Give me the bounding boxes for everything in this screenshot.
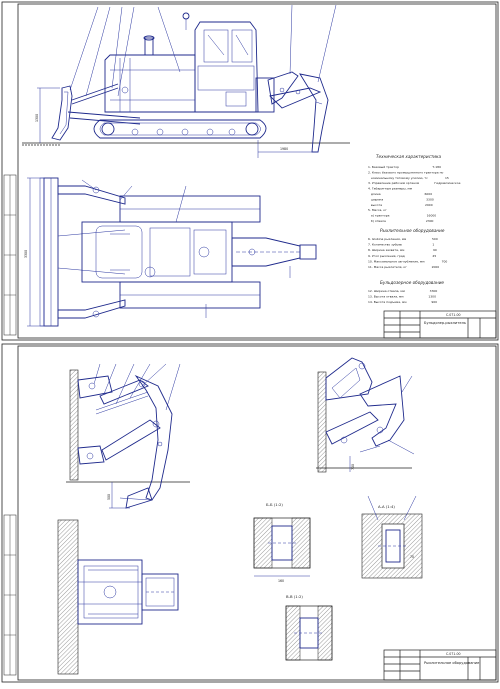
dim-blade-width: 3300: [24, 250, 28, 258]
sheet-1-border: [1, 1, 499, 341]
dim-ripper-clearance: 700: [351, 464, 355, 470]
section-vv: В-В (1:2): [285, 594, 333, 661]
sheet-2-border: [1, 343, 499, 683]
section-aa-label: А-А (1:4): [378, 504, 395, 509]
spec-line: 1. Базовый трактор Т-180: [368, 165, 441, 169]
section-vv-label: В-В (1:2): [286, 594, 303, 599]
spec-line: 10. Максимальное заглубление, мм 700: [368, 259, 447, 263]
ripper-side-view: 500: [66, 363, 190, 509]
sheet-1: 1300 1980 3300: [1, 1, 499, 341]
spec-line: 3. Управление рабочим органом Гидравличе…: [368, 181, 461, 185]
bulldozer-side-view: 1300 1980: [22, 4, 350, 158]
title-code-1: С.071-00: [446, 313, 461, 317]
spec-line: 14. Высота подъема, мм 900: [368, 300, 437, 304]
dim-section-aa: 70: [410, 555, 414, 559]
spec-line: номинальному тяговому усилию, тс 15: [368, 176, 449, 180]
spec-line: 7. Количество зубьев 1: [368, 243, 434, 247]
spec-line: 2. Класс базового промышленного трактора…: [368, 170, 444, 174]
spec-line: 13. Высота отвала, мм 1300: [368, 295, 436, 299]
dim-ripper-depth: 500: [107, 494, 111, 500]
spec-line: 9. Угол рыхления, град 45: [368, 254, 436, 258]
spec-line: 8. Ширина захвата, мм 90: [368, 248, 437, 252]
title-name-2: Рыхлительное оборудование: [424, 661, 480, 665]
title-code-2: С.071-00: [446, 652, 461, 656]
spec-line: 5. Масса, кг: [368, 208, 387, 212]
section-bb-label: Б-Б (1:2): [266, 502, 283, 507]
spec-line: 11. Масса рыхлителя, кг 2000: [368, 265, 439, 269]
spec-line: 6. Glubina рыхления, мм 500: [368, 237, 438, 241]
dim-blade-height: 1300: [35, 114, 39, 122]
sheet-2: 500 700: [1, 343, 499, 683]
spec-line: ширина 3300: [368, 197, 434, 201]
sheet-2-frame: [17, 345, 497, 681]
ripper-raised-view: 700: [316, 357, 415, 473]
spec-line: а) трактора 16000: [368, 214, 436, 218]
spec-line: 4. Габаритные размеры, мм: [368, 187, 412, 191]
section-aa: А-А (1:4) 70: [361, 495, 423, 579]
technical-specifications: Техническая характеристика 1. Базовый тр…: [368, 154, 461, 304]
dim-section-bb: 160: [278, 579, 284, 583]
title-block-2: Рыхлительное оборудование С.071-00: [383, 649, 497, 681]
sheet-1-frame: [17, 3, 497, 339]
dozer-heading: Бульдозерное оборудование: [380, 280, 444, 285]
ripper-lines: 6. Glubina рыхления, мм 500 7. Количество…: [368, 237, 447, 269]
title-name-1: Бульдозер-рыхлитель: [424, 321, 466, 325]
spec-heading: Техническая характеристика: [376, 154, 442, 159]
bulldozer-plan-view: 3300: [24, 177, 317, 327]
spec-line: б) отвала 2300: [368, 219, 434, 223]
dozer-lines: 12. Ширина отвала, мм 3300 13. Высота отв…: [368, 289, 437, 304]
section-bb: Б-Б (1:2) 160: [253, 502, 311, 583]
ripper-heading: Рыхлительное оборудование: [380, 228, 445, 233]
spec-line: 12. Ширина отвала, мм 3300: [368, 289, 437, 293]
ripper-plan-view: [57, 519, 179, 675]
spec-line: высота 2900: [368, 203, 433, 207]
title-block-1: Бульдозер-рыхлитель С.071-00: [383, 310, 497, 339]
dim-ripper-offset: 1980: [280, 147, 288, 151]
spec-line: длина 6000: [368, 192, 432, 196]
